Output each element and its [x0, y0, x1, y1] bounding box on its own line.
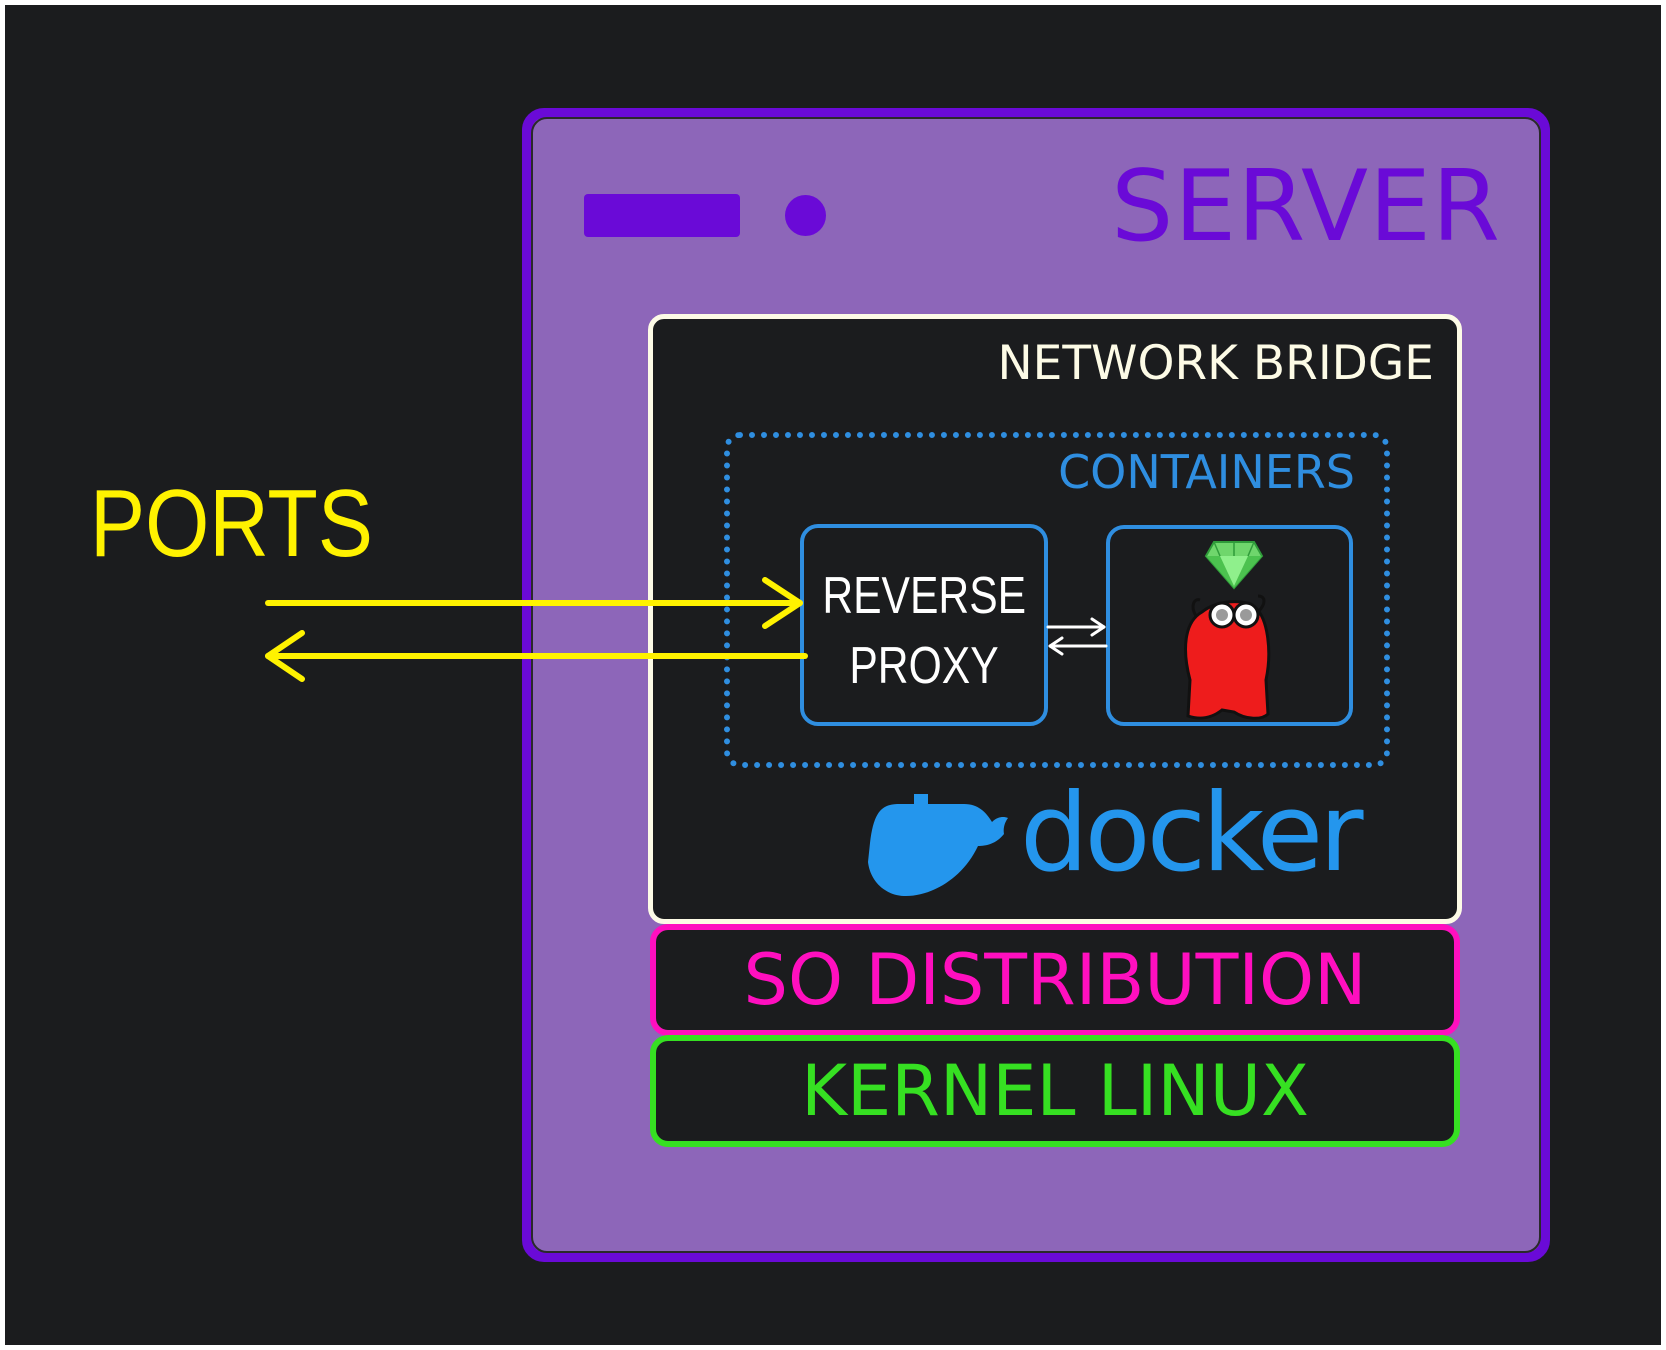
so-distribution-label: SO DISTRIBUTION [743, 939, 1367, 1021]
outbound-arrow-head-icon [265, 630, 305, 682]
network-bridge-title: NETWORK BRIDGE [997, 336, 1434, 391]
docker-wordmark: docker [1020, 771, 1364, 896]
docker-whale-icon [868, 794, 1008, 896]
reverse-proxy-label-line1: REVERSE [822, 567, 1027, 625]
ruby-gem-icon [1204, 541, 1264, 590]
proxy-to-app-arrow-head-icon [1090, 617, 1106, 637]
containers-title: CONTAINERS [1058, 445, 1355, 499]
ports-label: PORTS [90, 470, 373, 577]
reverse-proxy-label-line2: PROXY [849, 637, 999, 695]
red-mascot-icon [1184, 594, 1271, 720]
inbound-arrow-head-icon [762, 577, 803, 629]
app-to-proxy-arrow-head-icon [1048, 636, 1064, 656]
server-led-icon [785, 195, 826, 236]
ports-arrows [265, 577, 808, 682]
reverse-proxy-container [800, 524, 1048, 726]
server-slot-icon [584, 194, 740, 237]
server-title: SERVER [1111, 150, 1501, 264]
so-distribution-layer: SO DISTRIBUTION [650, 924, 1460, 1036]
kernel-linux-layer: KERNEL LINUX [650, 1035, 1460, 1147]
proxy-app-arrows [1046, 617, 1108, 656]
kernel-linux-label: KERNEL LINUX [801, 1050, 1309, 1132]
